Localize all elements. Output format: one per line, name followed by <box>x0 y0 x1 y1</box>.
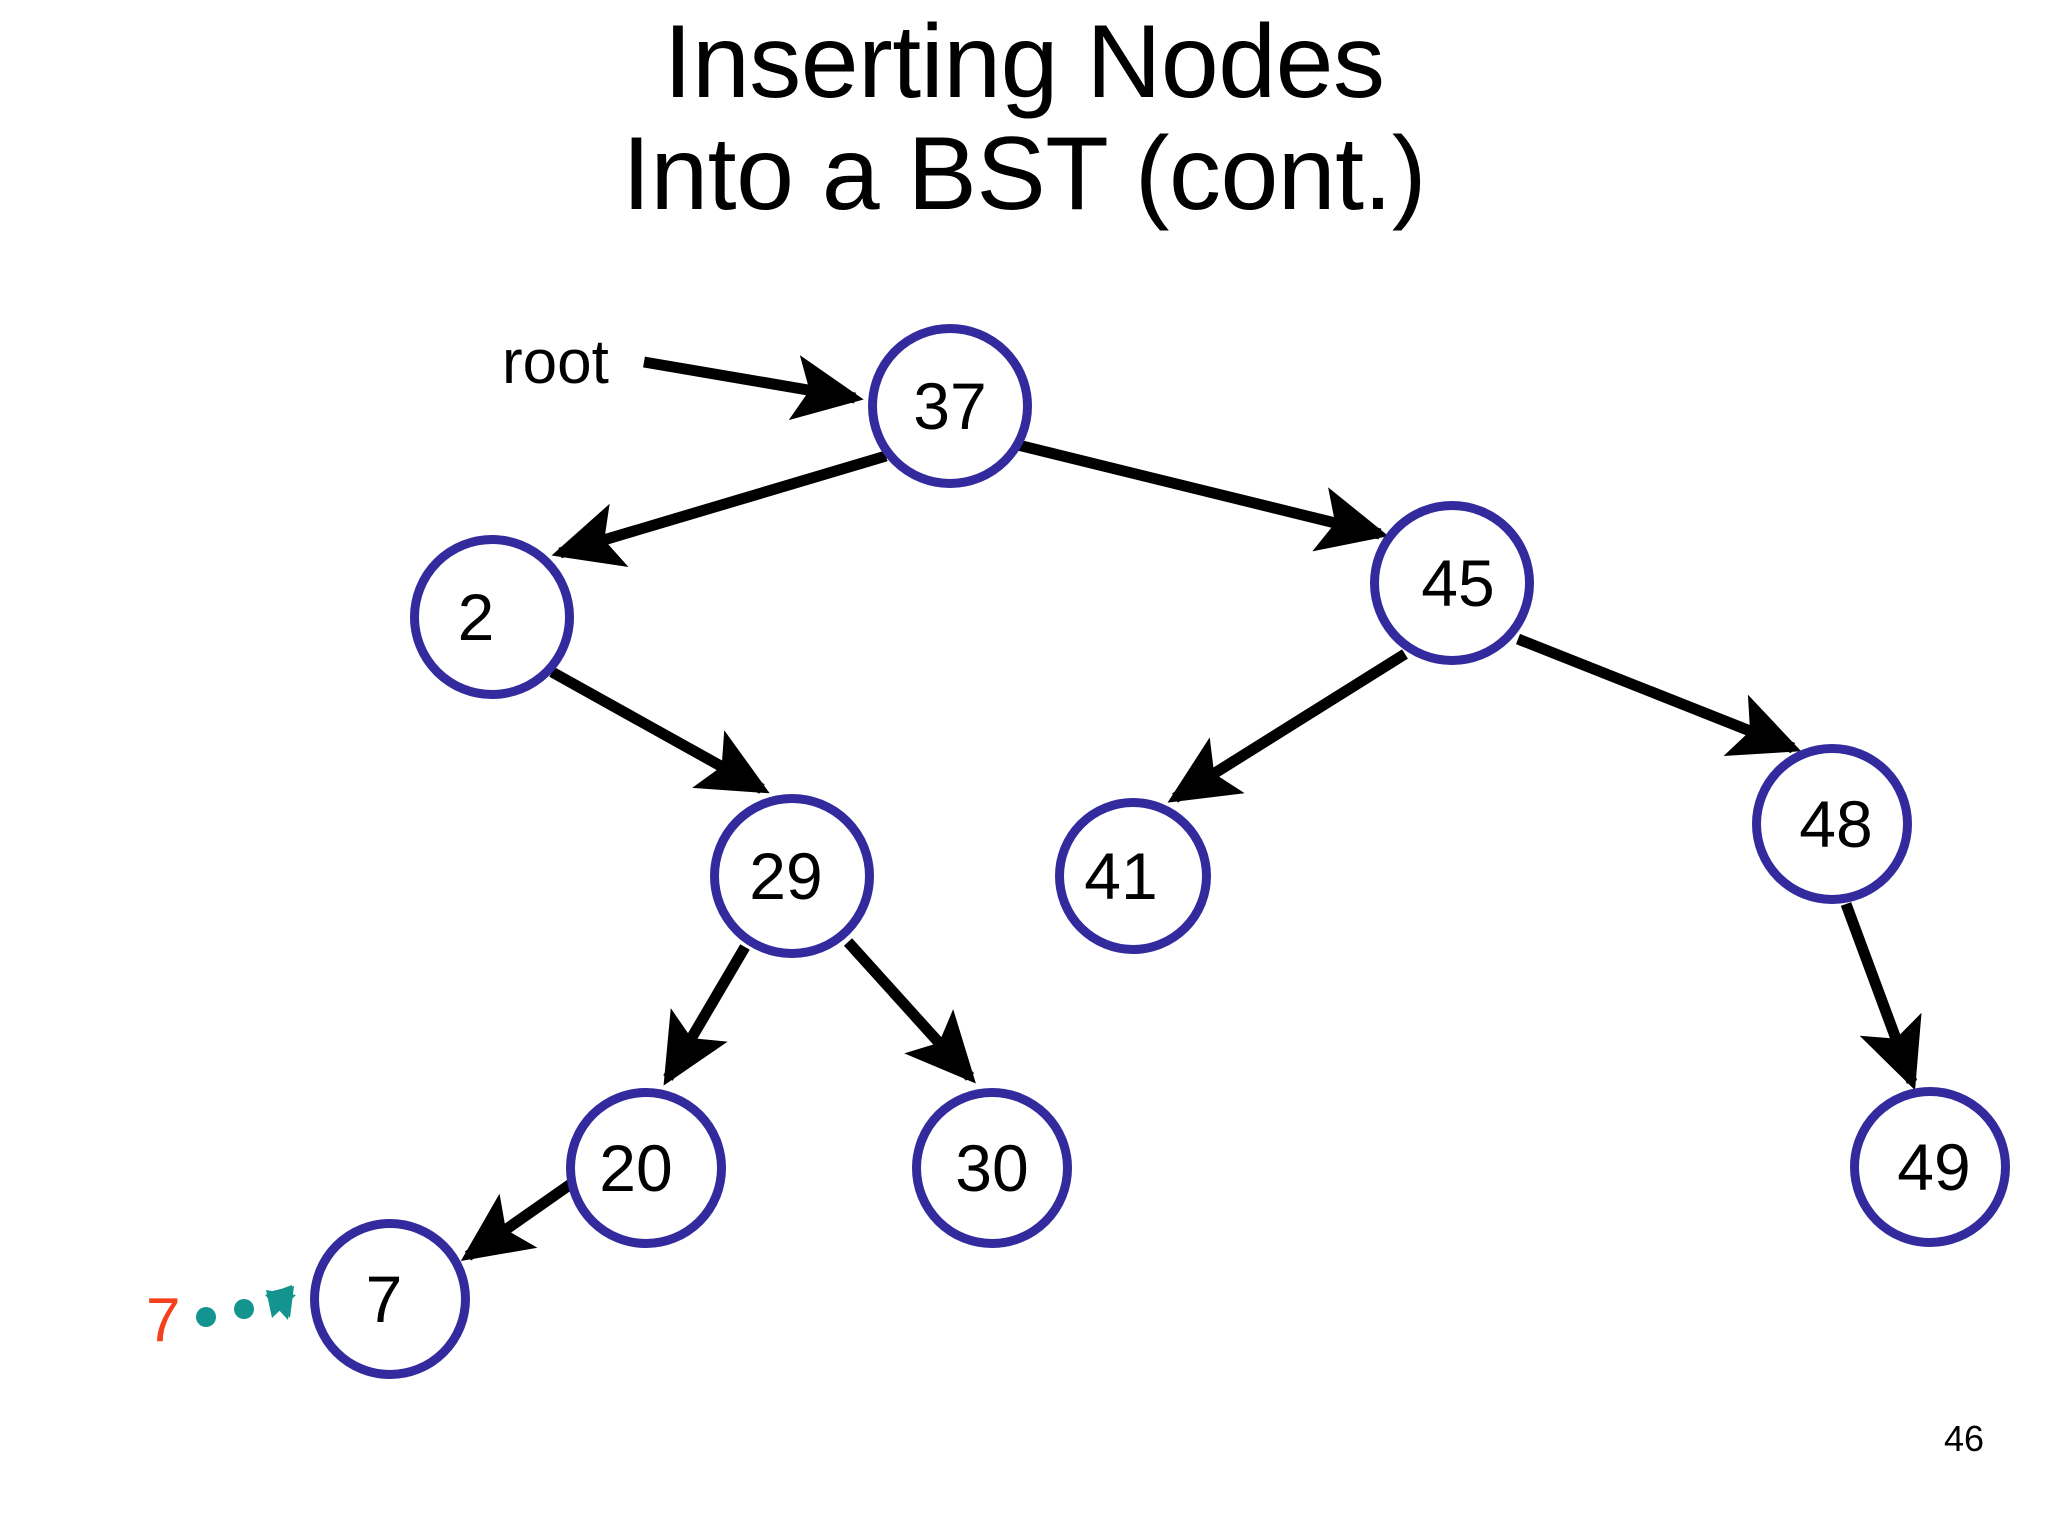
edge-37-to-45 <box>1016 439 1389 552</box>
edge-root-pointer <box>643 355 864 421</box>
bst-node-49[interactable]: 49 <box>1850 1087 2010 1247</box>
bst-node-37-label: 37 <box>913 369 987 443</box>
bst-node-7-label: 7 <box>365 1262 403 1336</box>
edge-2-to-29 <box>549 667 770 794</box>
bst-node-45-label: 45 <box>1421 546 1495 620</box>
edge-29-to-30 <box>843 938 976 1084</box>
bst-node-2[interactable]: 2 <box>410 535 574 699</box>
bst-node-30-label: 30 <box>955 1131 1029 1205</box>
bst-node-48[interactable]: 48 <box>1752 744 1912 904</box>
bst-node-41-label: 41 <box>1084 839 1158 913</box>
bst-node-45[interactable]: 45 <box>1370 501 1534 665</box>
bst-node-49-label: 49 <box>1897 1130 1971 1204</box>
bst-node-30[interactable]: 30 <box>912 1088 1072 1248</box>
bst-node-20[interactable]: 20 <box>566 1088 726 1248</box>
bst-node-48-label: 48 <box>1799 787 1873 861</box>
bst-node-20-label: 20 <box>599 1131 673 1205</box>
bst-node-37[interactable]: 37 <box>868 324 1032 488</box>
edge-45-to-48 <box>1515 633 1802 756</box>
bst-node-41[interactable]: 41 <box>1055 798 1211 954</box>
edge-37-to-2 <box>551 450 888 568</box>
insert-value-label: 7 <box>146 1286 181 1355</box>
root-pointer-label: root <box>502 328 609 397</box>
bst-node-29[interactable]: 29 <box>710 794 874 958</box>
edge-48-to-49 <box>1840 902 1922 1091</box>
bst-node-7[interactable]: 7 <box>310 1219 470 1379</box>
edge-45-to-41 <box>1167 649 1408 803</box>
bst-node-29-label: 29 <box>749 839 823 913</box>
page-number: 46 <box>1943 1418 1984 1459</box>
insert-dotted-arrow-icon <box>196 1285 296 1327</box>
bst-node-2-label: 2 <box>457 580 495 654</box>
edge-29-to-20 <box>663 944 750 1086</box>
